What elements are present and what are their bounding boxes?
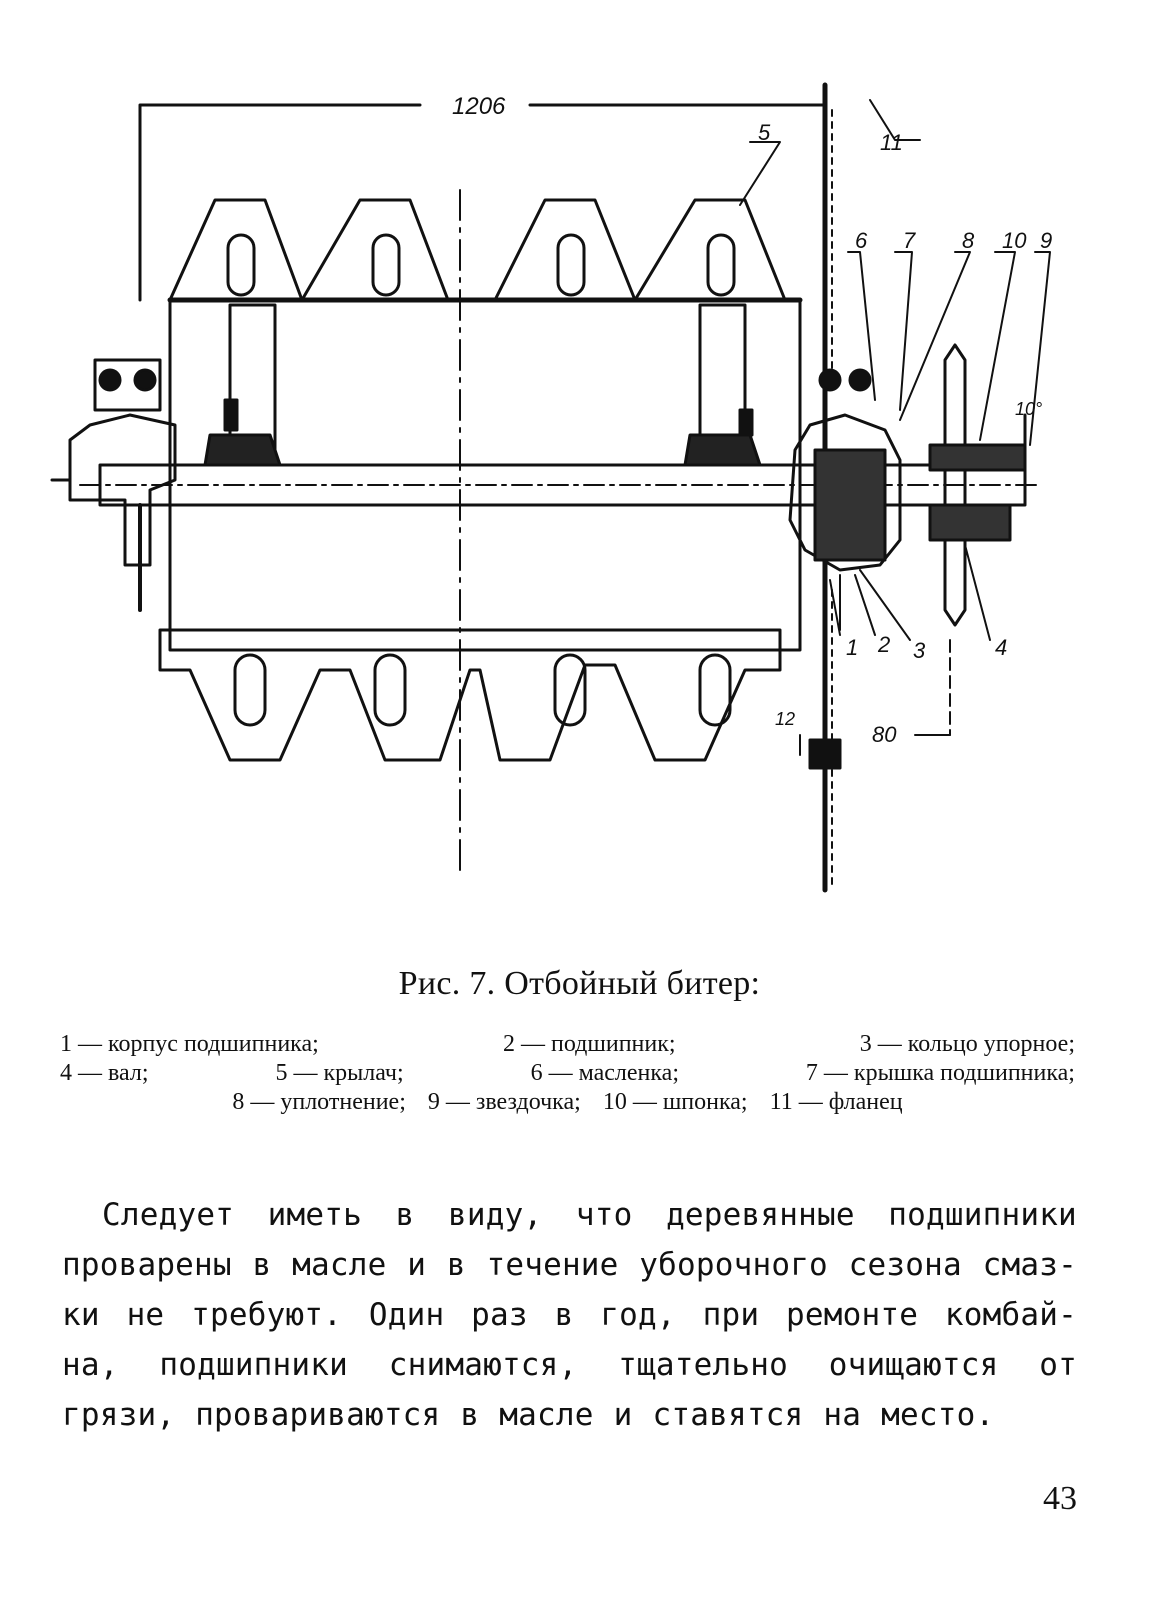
legend-item: 11 — фланец <box>769 1089 903 1115</box>
word: в <box>554 1297 574 1333</box>
word: ставятся <box>652 1397 804 1433</box>
callout-11: 11 <box>880 130 903 155</box>
body-line: Следует иметь в виду, что деревянные под… <box>62 1190 1077 1240</box>
word: деревянные <box>666 1197 855 1233</box>
legend-item: 2 — подшипник; <box>503 1031 676 1057</box>
word: и <box>613 1397 633 1433</box>
legend-item: 7 — крышка подшипника; <box>805 1060 1075 1086</box>
sprocket: 10° <box>928 343 1042 627</box>
callout-8: 8 <box>962 228 975 253</box>
word: тщательно <box>618 1347 788 1383</box>
left-bearing <box>50 358 177 612</box>
word: снимаются, <box>388 1347 578 1383</box>
word: в <box>252 1247 272 1283</box>
body-line: проварены в масле и в течение уборочного… <box>62 1240 1077 1290</box>
legend-item: 5 — крылач; <box>275 1060 404 1086</box>
word: грязи, <box>62 1397 176 1433</box>
legend-item: 10 — шпонка; <box>602 1089 748 1115</box>
hub-brackets <box>203 398 762 467</box>
word: не <box>126 1297 165 1333</box>
callout-4: 4 <box>995 635 1007 660</box>
word: от <box>1039 1347 1077 1383</box>
word: при <box>702 1297 760 1333</box>
body-line: ки не требуют. Один раз в год, при ремон… <box>62 1290 1077 1340</box>
word: в <box>395 1197 415 1233</box>
overall-dimension: 1206 <box>138 93 827 302</box>
legend-item: 8 — уплотнение; <box>232 1089 406 1115</box>
word: что <box>575 1197 633 1233</box>
word: ки <box>62 1297 100 1333</box>
body-paragraph: Следует иметь в виду, что деревянные под… <box>62 1190 1077 1440</box>
shaft <box>79 463 1041 507</box>
bottom-dimensions: 12 80 <box>775 639 951 770</box>
word: на, <box>62 1347 119 1383</box>
legend-item: 3 — кольцо упорное; <box>859 1031 1075 1057</box>
word: масле <box>292 1247 387 1283</box>
legend-item: 6 — масленка; <box>530 1060 679 1086</box>
word: виду, <box>447 1197 543 1233</box>
flange-gap-label: 12 <box>775 709 795 729</box>
word: иметь <box>267 1197 362 1233</box>
word: масле <box>499 1397 594 1433</box>
legend-line: 4 — вал; 5 — крылач; 6 — масленка; 7 — к… <box>60 1059 1075 1088</box>
key-dimension-label: 10° <box>1015 399 1042 419</box>
body-line: грязи, провариваются в масле и ставятся … <box>62 1390 1077 1440</box>
body-line: на, подшипники снимаются, тщательно очищ… <box>62 1340 1077 1390</box>
callout-1: 1 <box>846 635 858 660</box>
overall-dimension-label: 1206 <box>452 93 506 120</box>
word: на <box>823 1397 862 1433</box>
legend-line: 8 — уплотнение; 9 — звездочка; 10 — шпон… <box>60 1088 1075 1117</box>
word: сезона <box>848 1247 962 1283</box>
word: год, <box>600 1297 676 1333</box>
drum-body <box>168 189 802 871</box>
word: требуют. <box>191 1297 343 1333</box>
upper-blades <box>167 198 803 303</box>
legend-item: 9 — звездочка; <box>427 1089 581 1115</box>
beater-drawing-svg: 1206 <box>50 82 1052 893</box>
figure-caption-title: Рис. 7. Отбойный битер: <box>398 965 761 1002</box>
page-number: 43 <box>1043 1480 1077 1517</box>
word: очищаются <box>828 1347 999 1383</box>
word: подшипники <box>159 1347 348 1383</box>
figure-legend: 1 — корпус подшипника; 2 — подшипник; 3 … <box>60 1030 1075 1117</box>
word: и <box>407 1247 427 1283</box>
beater-drawing: 1206 <box>40 70 1120 910</box>
word: раз <box>471 1297 528 1333</box>
word: Следует <box>102 1197 235 1233</box>
word: смаз- <box>982 1247 1077 1283</box>
word: уборочного <box>639 1247 828 1283</box>
word: проварены <box>62 1247 232 1283</box>
legend-item: 4 — вал; <box>60 1060 149 1086</box>
callout-3: 3 <box>913 638 926 663</box>
legend-item: 1 — корпус подшипника; <box>60 1031 319 1057</box>
callouts: 5 11 6 7 8 10 9 1 2 3 4 <box>758 120 1052 663</box>
word: место. <box>881 1397 995 1433</box>
callout-leaders <box>739 99 1051 641</box>
word: ремонте <box>786 1297 919 1333</box>
word: подшипники <box>888 1197 1077 1233</box>
callout-7: 7 <box>903 228 916 253</box>
callout-6: 6 <box>855 228 868 253</box>
callout-10: 10 <box>1002 228 1027 253</box>
legend-line: 1 — корпус подшипника; 2 — подшипник; 3 … <box>60 1030 1075 1059</box>
sprocket-offset-label: 80 <box>872 722 897 747</box>
callout-2: 2 <box>877 632 890 657</box>
word: в <box>460 1397 480 1433</box>
word: комбай- <box>944 1297 1077 1333</box>
lower-blades <box>158 628 782 762</box>
word: течение <box>486 1247 619 1283</box>
word: провариваются <box>195 1397 441 1433</box>
callout-5: 5 <box>758 120 771 145</box>
right-bearing <box>788 368 902 631</box>
callout-9: 9 <box>1040 228 1052 253</box>
word: Один <box>368 1297 445 1333</box>
word: в <box>446 1247 466 1283</box>
